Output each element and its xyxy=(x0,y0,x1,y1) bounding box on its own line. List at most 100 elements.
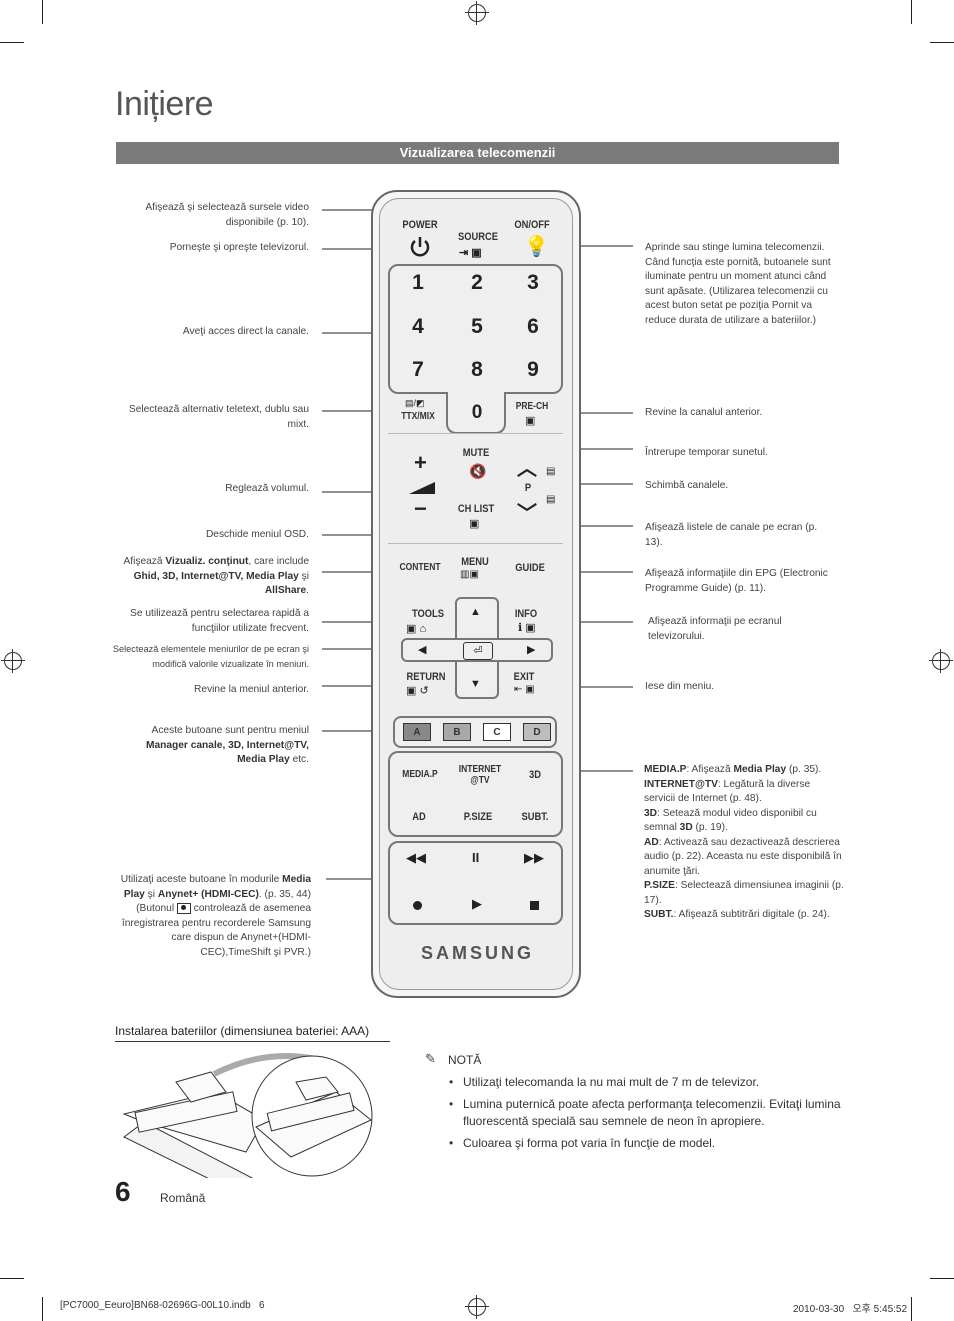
return-button-label[interactable]: RETURN xyxy=(406,671,446,683)
stop-icon[interactable] xyxy=(530,901,539,910)
volume-up-icon[interactable]: + xyxy=(414,450,427,475)
color-button-b[interactable]: B xyxy=(443,723,471,741)
media-keys-frame xyxy=(388,751,563,837)
prech-button-label[interactable]: PRE-CH xyxy=(515,401,549,412)
digit-0[interactable]: 0 xyxy=(471,402,483,423)
digit-9[interactable]: 9 xyxy=(527,358,539,381)
arrow-up-icon[interactable]: ▲ xyxy=(470,606,481,618)
battery-title: Instalarea bateriilor (dimensiunea bater… xyxy=(115,1024,370,1038)
list-item: Lumina puternică poate afecta performanţ… xyxy=(447,1096,847,1130)
page-number: 6 xyxy=(115,1176,131,1207)
exit-button-label[interactable]: EXIT xyxy=(513,671,535,683)
record-button-icon[interactable] xyxy=(413,901,422,910)
power-icon[interactable] xyxy=(408,236,432,258)
arrow-left-icon[interactable]: ◀ xyxy=(418,644,427,656)
record-icon xyxy=(176,902,191,914)
info-button-label[interactable]: INFO xyxy=(514,608,538,620)
light-bulb-icon[interactable]: 💡 xyxy=(524,236,549,258)
digit-4[interactable]: 4 xyxy=(412,315,424,338)
color-button-a[interactable]: A xyxy=(403,723,431,741)
label-guide: Afişează informaţiile din EPG (Electroni… xyxy=(645,568,828,594)
internet-tv-button-label[interactable]: INTERNET @TV xyxy=(458,764,502,786)
label-onoff: Aprinde sau stinge lumina telecomenzii. … xyxy=(645,242,831,326)
menu-button-label[interactable]: MENU xyxy=(461,556,489,568)
digit-7[interactable]: 7 xyxy=(412,358,424,381)
registration-mark xyxy=(465,1295,489,1319)
tools-button-label[interactable]: TOOLS xyxy=(411,608,445,620)
digit-1[interactable]: 1 xyxy=(412,271,424,294)
play-icon[interactable]: ▶ xyxy=(472,896,482,911)
source-icon[interactable]: ⇥ ▣ xyxy=(459,247,482,259)
info-icon[interactable]: ℹ ▣ xyxy=(518,622,536,634)
note-list: Utilizaţi telecomanda la nu mai mult de … xyxy=(447,1074,847,1157)
page-up-icon: ▤ xyxy=(546,466,556,477)
label-color-buttons: Aceste butoane sunt pentru meniul Manage… xyxy=(146,725,309,765)
channel-up-icon[interactable]: ︿ xyxy=(517,458,537,480)
tools-icon[interactable]: ▣ ⌂ xyxy=(406,623,427,635)
exit-icon[interactable]: ⇤ ▣ xyxy=(514,684,535,695)
digit-2[interactable]: 2 xyxy=(471,271,483,294)
label-menu: Deschide meniul OSD. xyxy=(205,529,309,540)
subt-button-label[interactable]: SUBT. xyxy=(521,811,549,823)
channel-p-label: P xyxy=(524,482,532,494)
mute-button-label[interactable]: MUTE xyxy=(462,447,490,459)
rewind-icon[interactable]: ◀◀ xyxy=(406,850,426,865)
content-button-label[interactable]: CONTENT xyxy=(399,562,441,573)
menu-icon[interactable]: ▥▣ xyxy=(460,569,479,580)
mute-icon[interactable]: 🔇 xyxy=(469,463,487,479)
battery-illustration xyxy=(122,1053,373,1178)
teletext-icon[interactable]: ▤/◩ xyxy=(405,398,425,408)
label-channel: Schimbă canalele. xyxy=(645,480,729,491)
fast-forward-icon[interactable]: ▶▶ xyxy=(524,850,544,865)
print-date: 2010-03-30 오후 5:45:52 xyxy=(793,1304,908,1315)
enter-button[interactable]: ⏎ xyxy=(463,642,493,660)
label-content: Afişează Vizualiz. conţinut, care includ… xyxy=(123,556,309,596)
registration-mark xyxy=(929,649,953,673)
playback-keys-frame xyxy=(388,841,563,925)
channel-down-icon[interactable]: ﹀ xyxy=(517,503,537,525)
label-arrows: Selectează elementele meniurilor de pe e… xyxy=(112,644,309,669)
return-icon[interactable]: ▣ ↺ xyxy=(406,685,429,697)
registration-mark xyxy=(465,1,489,25)
label-info: Afişează informaţii pe ecranul televizor… xyxy=(648,616,782,642)
label-power: Porneşte şi opreşte televizorul. xyxy=(169,242,309,253)
label-exit: Iese din meniu. xyxy=(645,681,715,692)
label-digits: Aveţi acces direct la canale. xyxy=(182,326,309,337)
source-button-label[interactable]: SOURCE xyxy=(457,231,499,243)
digit-3[interactable]: 3 xyxy=(527,271,539,294)
list-item: Culoarea şi forma pot varia în funcţie d… xyxy=(447,1135,847,1152)
label-volume: Reglează volumul. xyxy=(225,483,309,494)
label-ttx: Selectează alternativ teletext, dublu sa… xyxy=(128,404,309,430)
label-mute: Întrerupe temporar sunetul. xyxy=(645,447,768,458)
ttx-button-label[interactable]: TTX/MIX xyxy=(401,411,435,422)
digit-5[interactable]: 5 xyxy=(471,315,483,338)
page-down-icon: ▤ xyxy=(546,494,556,505)
label-media-buttons: Utilizaţi aceste butoane în modurile Med… xyxy=(120,874,311,958)
samsung-logo: SAMSUNG xyxy=(420,943,534,963)
3d-button-label[interactable]: 3D xyxy=(529,769,541,781)
power-button-label[interactable]: POWER xyxy=(402,219,438,231)
label-tools: Se utilizează pentru selectarea rapidă a… xyxy=(130,608,309,634)
mediap-button-label[interactable]: MEDIA.P xyxy=(402,769,438,780)
label-return: Revine la meniul anterior. xyxy=(194,684,309,695)
arrow-right-icon[interactable]: ▶ xyxy=(527,644,536,656)
ad-button-label[interactable]: AD xyxy=(412,811,426,823)
guide-button-label[interactable]: GUIDE xyxy=(515,562,545,574)
prech-icon[interactable]: ▣ xyxy=(525,415,536,427)
psize-button-label[interactable]: P.SIZE xyxy=(463,811,493,823)
label-prech: Revine la canalul anterior. xyxy=(645,407,763,418)
note-pencil-icon: ✎ xyxy=(425,1051,436,1066)
chlist-button-label[interactable]: CH LIST xyxy=(457,503,495,515)
arrow-down-icon[interactable]: ▼ xyxy=(470,678,481,690)
section-banner: Vizualizarea telecomenzii xyxy=(116,142,839,164)
digit-6[interactable]: 6 xyxy=(527,315,539,338)
list-item: Utilizaţi telecomanda la nu mai mult de … xyxy=(447,1074,847,1091)
chlist-icon[interactable]: ▣ xyxy=(469,518,480,530)
volume-down-icon[interactable]: − xyxy=(414,496,427,521)
digit-8[interactable]: 8 xyxy=(471,358,483,381)
color-button-c[interactable]: C xyxy=(483,723,511,741)
color-button-d[interactable]: D xyxy=(523,723,551,741)
pause-icon[interactable]: II xyxy=(472,850,480,865)
page-language: Română xyxy=(160,1191,206,1205)
onoff-button-label[interactable]: ON/OFF xyxy=(514,219,550,231)
